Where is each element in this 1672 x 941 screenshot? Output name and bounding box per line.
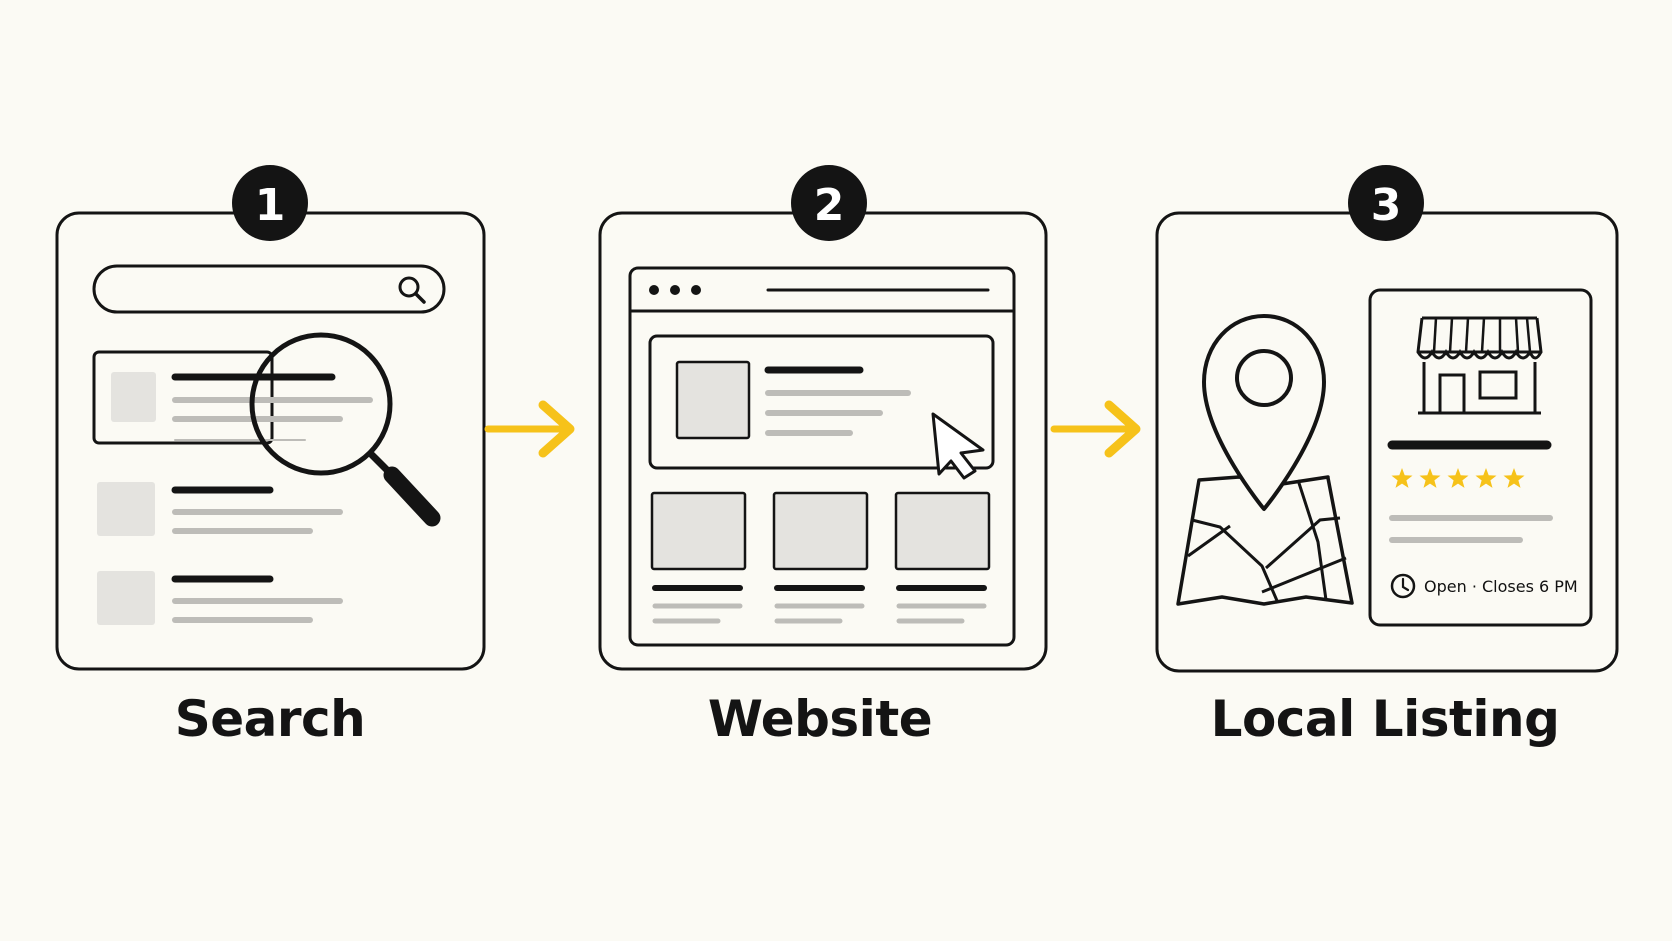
search-result-highlighted	[92, 350, 373, 445]
local-listing-panel: Open · Closes 6 PM	[1155, 211, 1619, 673]
storefront-icon	[1416, 316, 1543, 415]
step-number: 3	[1371, 180, 1402, 231]
step-label-website: Website	[707, 690, 933, 748]
step-number: 2	[814, 180, 845, 231]
search-icon	[398, 276, 426, 304]
browser-window-icon	[628, 266, 1016, 647]
search-result	[97, 571, 343, 625]
step-label-local-listing: Local Listing	[1210, 690, 1560, 748]
hero-card	[648, 334, 995, 470]
clock-icon	[1390, 573, 1416, 599]
search-panel	[55, 211, 486, 671]
cursor-icon	[931, 412, 985, 480]
star-icon	[1475, 468, 1497, 488]
business-hours: Open · Closes 6 PM	[1424, 577, 1578, 596]
product-card	[772, 491, 869, 624]
product-card	[650, 491, 747, 624]
star-icon	[1391, 468, 1413, 488]
arrow-right-icon	[484, 400, 575, 458]
product-card	[894, 491, 991, 624]
magnifying-glass-icon	[249, 332, 441, 527]
star-icon	[1419, 468, 1441, 488]
step-label-search: Search	[174, 690, 366, 748]
map-icon	[1176, 475, 1354, 606]
star-icon	[1447, 468, 1469, 488]
website-panel	[598, 211, 1048, 671]
step-number-badge: 2	[791, 165, 867, 241]
search-result	[97, 482, 343, 536]
location-pin-icon	[1202, 314, 1326, 511]
step-number-badge: 1	[232, 165, 308, 241]
listing-card: Open · Closes 6 PM	[1368, 288, 1593, 627]
search-bar	[92, 264, 446, 314]
star-icon	[1503, 468, 1525, 488]
arrow-right-icon	[1050, 400, 1141, 458]
star-rating	[1391, 468, 1525, 488]
step-number-badge: 3	[1348, 165, 1424, 241]
step-number: 1	[255, 180, 286, 231]
